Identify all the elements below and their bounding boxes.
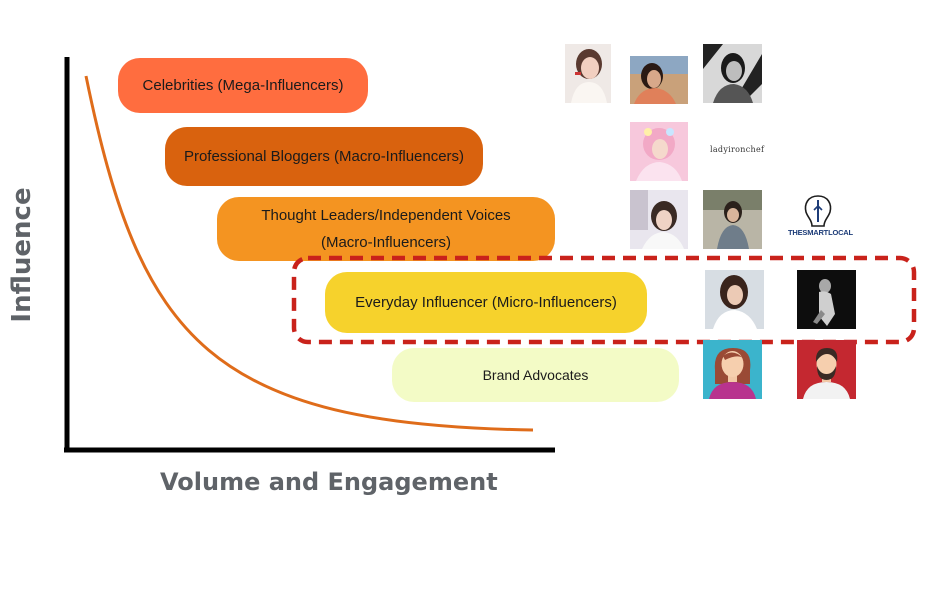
influence-curve [84, 75, 534, 432]
tier-brand-advocates-label: Brand Advocates [482, 366, 589, 383]
ladyironchef-logo: ladyironchef [710, 145, 765, 154]
micro-influencer-photo-2 [797, 270, 856, 329]
thought-leader-photo-2 [703, 190, 762, 249]
brand-advocate-avatar-man [797, 340, 856, 399]
tier-everyday-influencer: Everyday Influencer (Micro-Influencers) [325, 272, 647, 333]
tier-celebrities-label: Celebrities (Mega-Influencers) [142, 77, 344, 94]
tier-professional-bloggers: Professional Bloggers (Macro-Influencers… [165, 127, 483, 186]
celebrity-photo-3 [703, 44, 762, 103]
tier-thought-leaders-label-line2: (Macro-Influencers) [320, 234, 452, 251]
blogger-photo-1 [630, 122, 688, 181]
tier-celebrities: Celebrities (Mega-Influencers) [118, 58, 368, 113]
celebrity-photo-1 [565, 44, 611, 103]
thesmartlocal-logo: THESMARTLOCAL [788, 192, 853, 244]
tier-everyday-influencer-label: Everyday Influencer (Micro-Influencers) [355, 294, 617, 311]
brand-advocate-avatar-woman [703, 340, 762, 399]
tier-thought-leaders-label-line1: Thought Leaders/Independent Voices [261, 207, 511, 224]
y-axis-label: Influence [7, 187, 37, 323]
thesmartlocal-logo-text: THESMARTLOCAL [788, 228, 853, 237]
x-axis-label: Volume and Engagement [160, 468, 498, 496]
tier-brand-advocates: Brand Advocates [392, 348, 679, 402]
celebrity-photo-2 [630, 56, 688, 104]
micro-influencer-photo-1 [705, 270, 764, 329]
thought-leader-photo-1 [630, 190, 688, 249]
tier-professional-bloggers-label: Professional Bloggers (Macro-Influencers… [183, 148, 465, 165]
tier-thought-leaders: Thought Leaders/Independent Voices (Macr… [217, 197, 555, 261]
